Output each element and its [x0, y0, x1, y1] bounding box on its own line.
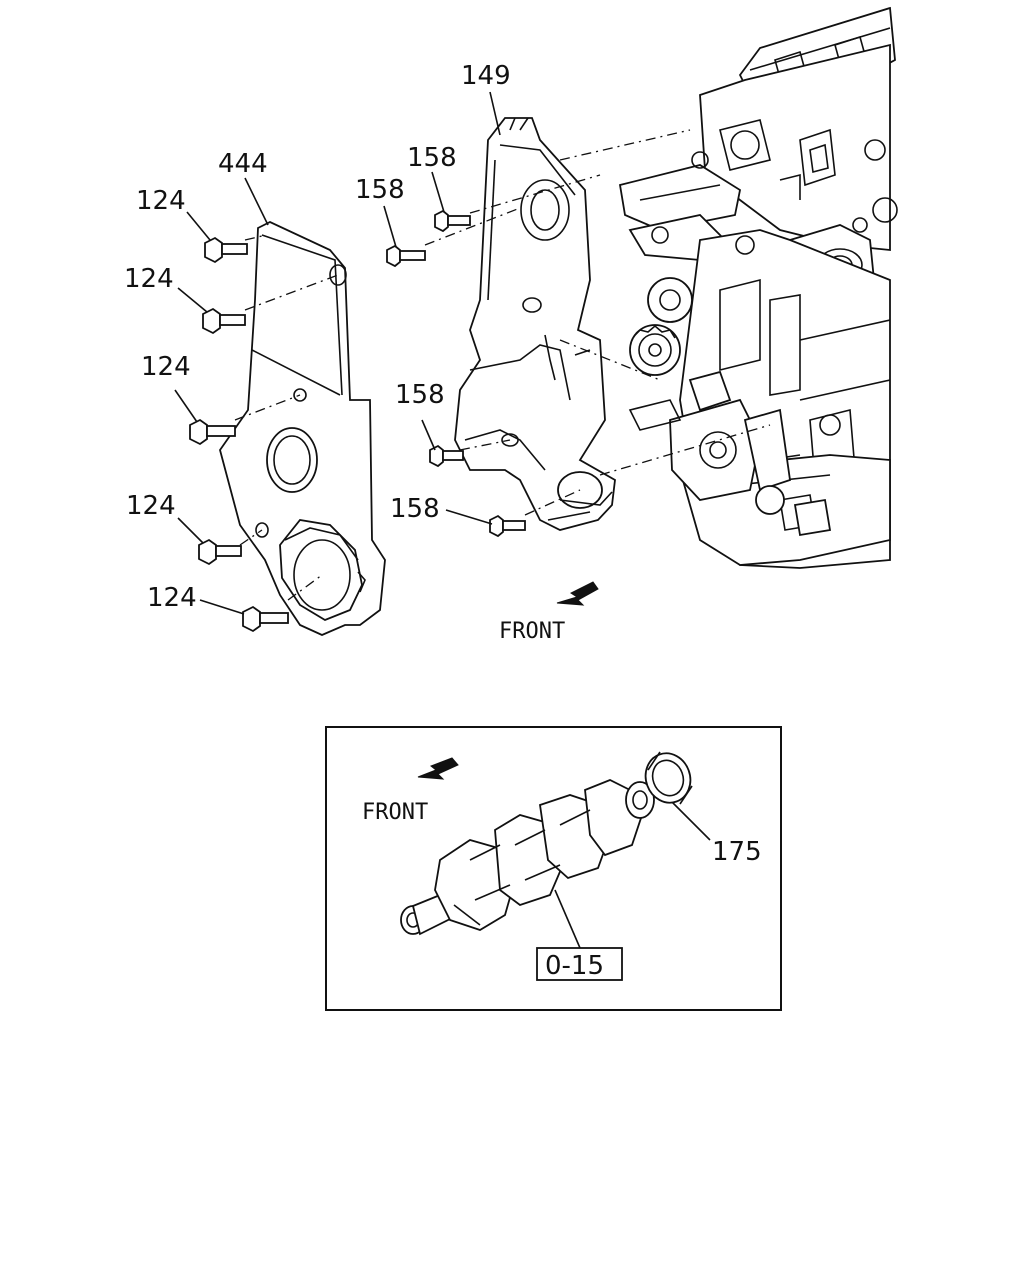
callout-444: 444: [218, 149, 268, 179]
callout-124-4: 124: [126, 491, 176, 521]
bolt-158-3: [429, 444, 464, 468]
bolt-158-2: [386, 244, 426, 268]
callout-124-2: 124: [124, 264, 174, 294]
bolts-124: [189, 236, 289, 633]
callout-158-lower: 158: [390, 494, 440, 524]
bolt-158-4: [489, 514, 526, 538]
inset-front-arrow-icon: [417, 757, 459, 780]
reference-box-frame: [536, 947, 623, 981]
bolt-158-1: [434, 209, 471, 233]
callout-158-middle: 158: [395, 380, 445, 410]
callout-175: 175: [712, 837, 762, 867]
front-timing-cover: [219, 221, 386, 636]
crankshaft: [400, 779, 655, 936]
callout-124-1: 124: [136, 186, 186, 216]
rear-timing-cover: [454, 117, 616, 531]
front-label-main: FRONT: [499, 619, 565, 644]
callout-158-top: 158: [407, 143, 457, 173]
alignment-lines: [234, 129, 771, 601]
bolt-124-3: [189, 418, 236, 446]
bolt-124-4: [198, 538, 242, 566]
bolt-124-2: [202, 307, 246, 335]
leader-lines: [174, 91, 711, 949]
engine-block: [618, 6, 898, 569]
callout-124-3: 124: [141, 352, 191, 382]
front-arrow-icon: [556, 581, 599, 606]
bolt-124-5: [242, 605, 289, 633]
reference-box-label: 0-15: [545, 951, 604, 981]
bolts-158: [386, 209, 526, 538]
callout-149: 149: [461, 61, 511, 91]
callout-124-5: 124: [147, 583, 197, 613]
bolt-124-1: [204, 236, 248, 264]
inset-box: [325, 726, 782, 1011]
callout-158-upper: 158: [355, 175, 405, 205]
oil-seal: [644, 751, 693, 805]
front-label-inset: FRONT: [362, 800, 428, 825]
